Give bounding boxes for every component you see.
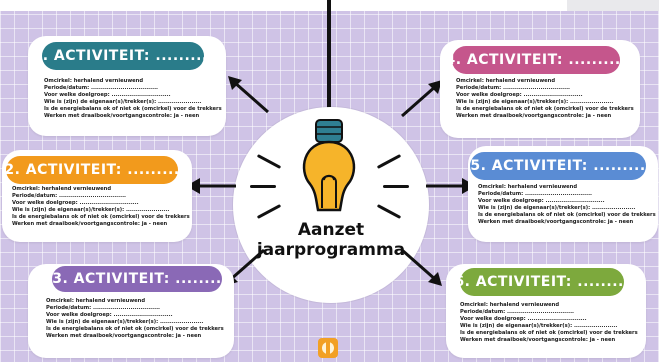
activity-4-title: 4. ACTIVITEIT: .......... [445,46,626,74]
top-tab [567,0,659,11]
logo-icon [318,338,338,358]
activity-5-title-text: 5. ACTIVITEIT: ......... [470,158,646,174]
field-draaiboek: Werken met draaiboek/voortgangscontrole:… [44,113,200,119]
field-draaiboek: Werken met draaiboek/voortgangscontrole:… [456,113,612,119]
field-doelgroep: Voor welke doelgroep: ..................… [12,200,139,206]
field-draaiboek: Werken met draaiboek/voortgangscontrole:… [460,337,616,343]
field-periode: Periode/datum: .........................… [456,85,571,91]
field-eigenaar: Wie is (zijn) de eigenaar(s)/trekker(s):… [460,323,618,329]
field-periode: Periode/datum: .........................… [460,309,575,315]
activity-4-form: Omcirkel: herhalend vernieuwend Periode/… [456,78,634,120]
activity-6-title-text: 6. ACTIVITEIT: ......... [454,274,630,290]
field-periode: Periode/datum: .........................… [46,305,161,311]
activity-2-title-text: 2. ACTIVITEIT: ......... [4,162,180,178]
activity-1-title-text: 1. ACTIVITEIT: .......... [32,48,214,64]
field-omcirkel: Omcirkel: herhalend vernieuwend [456,78,556,84]
activity-1-title: 1. ACTIVITEIT: .......... [32,42,213,70]
light-ray [250,185,276,188]
field-energie: Is de energiebalans ok of niet ok (omcir… [12,214,190,220]
lightbulb-icon [302,119,356,212]
activity-1-form: Omcirkel: herhalend vernieuwend Periode/… [44,78,222,120]
activity-card-6: 6. ACTIVITEIT: ......... Omcirkel: herha… [446,264,646,358]
activity-card-5: 5. ACTIVITEIT: ......... Omcirkel: herha… [468,146,658,242]
field-draaiboek: Werken met draaiboek/voortgangscontrole:… [478,219,634,225]
activity-4-title-text: 4. ACTIVITEIT: .......... [445,52,627,68]
arrow-left-icon [186,178,236,194]
activity-5-title: 5. ACTIVITEIT: ......... [470,152,646,180]
field-omcirkel: Omcirkel: herhalend vernieuwend [460,302,560,308]
field-energie: Is de energiebalans ok of niet ok (omcir… [46,326,224,332]
activity-3-title-text: 3. ACTIVITEIT: ........ [52,271,222,287]
field-eigenaar: Wie is (zijn) de eigenaar(s)/trekker(s):… [12,207,170,213]
arrow-up-right-icon [401,80,442,118]
field-omcirkel: Omcirkel: herhalend vernieuwend [478,184,578,190]
field-periode: Periode/datum: .........................… [44,85,159,91]
field-draaiboek: Werken met draaiboek/voortgangscontrole:… [46,333,202,339]
center-title-line1: Aanzet [297,220,365,240]
light-ray [383,185,409,188]
activity-2-form: Omcirkel: herhalend vernieuwend Periode/… [12,186,190,228]
field-omcirkel: Omcirkel: herhalend vernieuwend [12,186,112,192]
arrow-up-left-icon [228,76,269,114]
arrow-down-right-icon [401,248,442,286]
field-energie: Is de energiebalans ok of niet ok (omcir… [460,330,638,336]
field-doelgroep: Voor welke doelgroep: ..................… [46,312,173,318]
center-title-line2: jaarprogramma [256,240,406,260]
activity-3-title: 3. ACTIVITEIT: ........ [52,266,222,292]
lamp-cord [327,0,331,110]
field-omcirkel: Omcirkel: herhalend vernieuwend [46,298,146,304]
activity-card-3: 3. ACTIVITEIT: ........ Omcirkel: herhal… [28,264,234,358]
field-omcirkel: Omcirkel: herhalend vernieuwend [44,78,144,84]
field-eigenaar: Wie is (zijn) de eigenaar(s)/trekker(s):… [46,319,204,325]
field-energie: Is de energiebalans ok of niet ok (omcir… [478,212,656,218]
activity-5-form: Omcirkel: herhalend vernieuwend Periode/… [478,184,656,226]
field-energie: Is de energiebalans ok of niet ok (omcir… [456,106,634,112]
activity-card-1: 1. ACTIVITEIT: .......... Omcirkel: herh… [28,36,226,136]
field-doelgroep: Voor welke doelgroep: ..................… [460,316,587,322]
field-periode: Periode/datum: .........................… [12,193,127,199]
field-eigenaar: Wie is (zijn) de eigenaar(s)/trekker(s):… [478,205,636,211]
activity-6-form: Omcirkel: herhalend vernieuwend Periode/… [460,302,638,344]
field-draaiboek: Werken met draaiboek/voortgangscontrole:… [12,221,168,227]
field-doelgroep: Voor welke doelgroep: ..................… [456,92,583,98]
activity-3-form: Omcirkel: herhalend vernieuwend Periode/… [46,298,224,340]
field-periode: Periode/datum: .........................… [478,191,593,197]
field-eigenaar: Wie is (zijn) de eigenaar(s)/trekker(s):… [44,99,202,105]
field-doelgroep: Voor welke doelgroep: ..................… [44,92,171,98]
activity-6-title: 6. ACTIVITEIT: ......... [454,268,629,296]
activity-card-2: 2. ACTIVITEIT: ......... Omcirkel: herha… [2,150,192,242]
activity-card-4: 4. ACTIVITEIT: .......... Omcirkel: herh… [440,40,640,138]
field-doelgroep: Voor welke doelgroep: ..................… [478,198,605,204]
field-eigenaar: Wie is (zijn) de eigenaar(s)/trekker(s):… [456,99,614,105]
activity-2-title: 2. ACTIVITEIT: ......... [4,156,180,184]
field-energie: Is de energiebalans ok of niet ok (omcir… [44,106,222,112]
